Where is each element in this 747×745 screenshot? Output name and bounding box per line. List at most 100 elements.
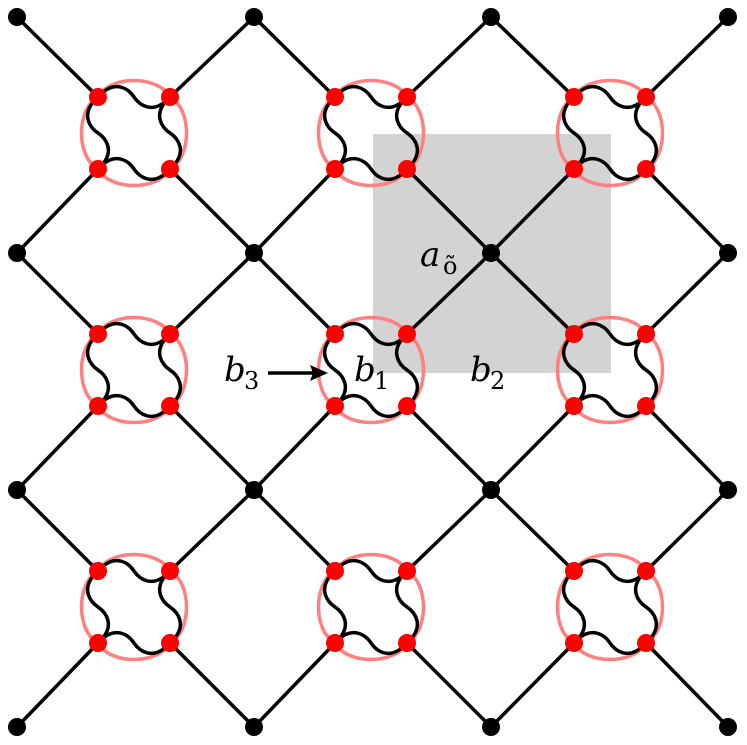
- red-vertex: [89, 88, 107, 106]
- plaquette-loop-inner: [157, 95, 183, 171]
- red-vertex: [398, 160, 416, 178]
- lattice-edge: [252, 251, 337, 336]
- b3-arrow: [268, 365, 328, 381]
- plaquette-loop-inner: [333, 558, 409, 584]
- label-b1: b 1: [354, 350, 389, 395]
- red-vertex: [326, 397, 344, 415]
- label-b1-sub: 1: [374, 367, 389, 395]
- red-vertex: [89, 562, 107, 580]
- plaquette-loop-inner: [96, 558, 172, 584]
- red-vertex: [565, 397, 583, 415]
- black-vertex: [245, 481, 263, 499]
- plaquette-loop-inner: [561, 95, 587, 171]
- red-vertex: [326, 634, 344, 652]
- red-vertex: [326, 325, 344, 343]
- label-b3-main: b: [224, 350, 246, 390]
- plaquette-loop-inner: [333, 321, 409, 347]
- plaquette-loop-inner: [394, 569, 420, 645]
- red-vertex: [398, 397, 416, 415]
- red-vertex: [398, 88, 416, 106]
- red-vertex: [89, 397, 107, 415]
- lattice-edge: [644, 167, 730, 255]
- red-vertex: [89, 325, 107, 343]
- black-vertex: [482, 718, 500, 736]
- red-vertex: [161, 88, 179, 106]
- red-vertex: [637, 160, 655, 178]
- lattice-edge: [15, 404, 100, 492]
- lattice-edge: [489, 251, 576, 336]
- black-vertex: [719, 244, 737, 262]
- black-vertex: [8, 718, 26, 736]
- plaquette-loop-inner: [333, 84, 409, 110]
- red-vertex: [326, 160, 344, 178]
- lattice-edges: [15, 15, 730, 729]
- lattice-edge: [405, 404, 493, 492]
- plaquette-loop-inner: [333, 393, 409, 419]
- plaquette-loop-inner: [96, 630, 172, 656]
- black-vertices: [8, 8, 737, 736]
- plaquette-loop-inner: [322, 95, 348, 171]
- plaquette-loop-inner: [633, 95, 659, 171]
- plaquette-loop-inner: [85, 569, 111, 645]
- red-vertex: [637, 397, 655, 415]
- red-vertex: [565, 88, 583, 106]
- red-vertex: [161, 562, 179, 580]
- lattice-edge: [15, 15, 100, 99]
- lattice-edge: [168, 488, 256, 573]
- lattice-edge: [252, 15, 337, 99]
- red-vertex: [326, 88, 344, 106]
- black-vertex: [719, 718, 737, 736]
- lattice-edge: [405, 15, 493, 99]
- plaquette-loop-inner: [572, 558, 648, 584]
- plaquette-loop-inner: [572, 393, 648, 419]
- label-b2: b 2: [470, 350, 505, 395]
- red-vertex: [161, 325, 179, 343]
- label-a-main: a: [420, 235, 440, 275]
- red-vertex: [161, 160, 179, 178]
- black-vertex: [482, 8, 500, 26]
- black-vertex: [245, 718, 263, 736]
- plaquette-loop-inner: [394, 332, 420, 408]
- red-vertex: [326, 562, 344, 580]
- plaquette-loop-inner: [96, 156, 172, 182]
- label-b2-main: b: [470, 350, 492, 390]
- lattice-edge: [644, 488, 730, 573]
- red-vertex: [565, 634, 583, 652]
- red-vertices: [89, 88, 655, 652]
- red-vertex: [637, 634, 655, 652]
- black-vertex: [482, 244, 500, 262]
- black-vertex: [8, 244, 26, 262]
- plaquette-loop-inner: [633, 332, 659, 408]
- lattice-edge: [252, 404, 337, 492]
- lattice-edge: [644, 251, 730, 336]
- lattice-edge: [405, 641, 493, 729]
- lattice-edge: [168, 15, 256, 99]
- lattice-edge: [168, 404, 256, 492]
- plaquette-loop-inner: [572, 84, 648, 110]
- red-vertex: [565, 160, 583, 178]
- lattice-edge: [168, 251, 256, 336]
- lattice-edge: [489, 641, 576, 729]
- lattice-edge: [15, 167, 100, 255]
- plaquette-loop-inner: [85, 332, 111, 408]
- plaquette-loop-inner: [394, 95, 420, 171]
- red-vertex: [637, 325, 655, 343]
- plaquette-loop-inner: [96, 84, 172, 110]
- lattice-edge: [644, 15, 730, 99]
- label-b2-sub: 2: [490, 367, 505, 395]
- lattice-edge: [15, 641, 100, 729]
- lattice-edge: [15, 488, 100, 573]
- plaquette-loop-inner: [572, 321, 648, 347]
- black-vertex: [8, 481, 26, 499]
- red-vertex: [398, 634, 416, 652]
- plaquette-loop-inner: [333, 156, 409, 182]
- label-b3-sub: 3: [244, 367, 259, 395]
- plaquette-loop-inner: [96, 321, 172, 347]
- red-vertex: [89, 634, 107, 652]
- plaquette-loop-inner: [572, 156, 648, 182]
- lattice-edge: [405, 251, 493, 336]
- plaquette-loop-inner: [633, 569, 659, 645]
- lattice-edge: [489, 15, 576, 99]
- black-vertex: [8, 8, 26, 26]
